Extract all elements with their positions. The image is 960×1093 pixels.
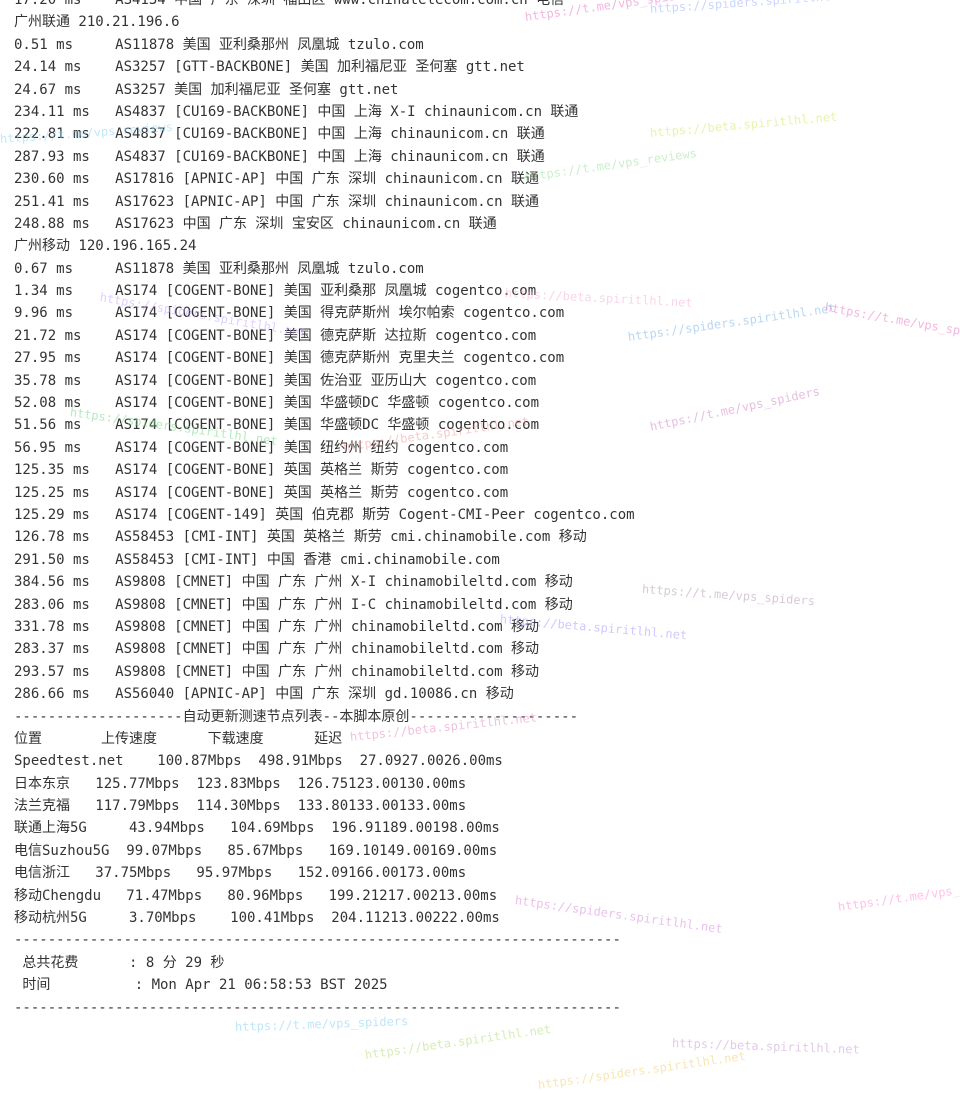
terminal-line: 35.78 ms AS174 [COGENT-BONE] 美国 佐治亚 亚历山大… bbox=[14, 372, 537, 389]
terminal-line: 234.11 ms AS4837 [CU169-BACKBONE] 中国 上海 … bbox=[14, 103, 579, 120]
terminal-line: 9.96 ms AS174 [COGENT-BONE] 美国 得克萨斯州 埃尔帕… bbox=[14, 305, 565, 322]
terminal-line: 时间 : Mon Apr 21 06:58:53 BST 2025 bbox=[14, 977, 388, 994]
terminal-line: 21.72 ms AS174 [COGENT-BONE] 美国 德克萨斯 达拉斯… bbox=[14, 327, 537, 344]
terminal-line: 125.29 ms AS174 [COGENT-149] 英国 伯克郡 斯劳 C… bbox=[14, 506, 635, 523]
terminal-line: 126.78 ms AS58453 [CMI-INT] 英国 英格兰 斯劳 cm… bbox=[14, 529, 587, 546]
watermark-text: https://beta.spiritlhl.net bbox=[671, 1036, 860, 1057]
terminal-line: 222.81 ms AS4837 [CU169-BACKBONE] 中国 上海 … bbox=[14, 126, 545, 143]
terminal-line: 移动杭州5G 3.70Mbps 100.41Mbps 204.11213.002… bbox=[14, 910, 500, 927]
terminal-line: 283.37 ms AS9808 [CMNET] 中国 广东 广州 chinam… bbox=[14, 641, 540, 658]
terminal-line: 17.20 ms AS4134 中国 广东 深圳 福田区 www.chinate… bbox=[14, 0, 565, 8]
terminal-line: 331.78 ms AS9808 [CMNET] 中国 广东 广州 chinam… bbox=[14, 618, 540, 635]
terminal-line: 283.06 ms AS9808 [CMNET] 中国 广东 广州 I-C ch… bbox=[14, 596, 573, 613]
terminal-line: 293.57 ms AS9808 [CMNET] 中国 广东 广州 chinam… bbox=[14, 663, 540, 680]
terminal-line: 125.35 ms AS174 [COGENT-BONE] 英国 英格兰 斯劳 … bbox=[14, 462, 509, 479]
terminal-line: ----------------------------------------… bbox=[14, 932, 621, 949]
terminal-line: 0.51 ms AS11878 美国 亚利桑那州 凤凰城 tzulo.com bbox=[14, 36, 424, 53]
terminal-line: 248.88 ms AS17623 中国 广东 深圳 宝安区 chinaunic… bbox=[14, 215, 497, 232]
terminal-line: 125.25 ms AS174 [COGENT-BONE] 英国 英格兰 斯劳 … bbox=[14, 484, 509, 501]
terminal-line: 291.50 ms AS58453 [CMI-INT] 中国 香港 cmi.ch… bbox=[14, 551, 500, 568]
terminal-line: 电信浙江 37.75Mbps 95.97Mbps 152.09166.00173… bbox=[14, 865, 467, 882]
terminal-line: 移动Chengdu 71.47Mbps 80.96Mbps 199.21217.… bbox=[14, 887, 498, 904]
terminal-line: 1.34 ms AS174 [COGENT-BONE] 美国 亚利桑那 凤凰城 … bbox=[14, 283, 537, 300]
terminal-line: 广州移动 120.196.165.24 bbox=[14, 238, 197, 255]
terminal-line: 法兰克福 117.79Mbps 114.30Mbps 133.80133.001… bbox=[14, 798, 467, 815]
terminal-line: 位置 上传速度 下载速度 延迟 bbox=[14, 730, 343, 747]
terminal-line: 24.67 ms AS3257 美国 加利福尼亚 圣何塞 gtt.net bbox=[14, 81, 399, 98]
terminal-line: 287.93 ms AS4837 [CU169-BACKBONE] 中国 上海 … bbox=[14, 148, 545, 165]
terminal-line: 51.56 ms AS174 [COGENT-BONE] 美国 华盛顿DC 华盛… bbox=[14, 417, 540, 434]
terminal-line: 251.41 ms AS17623 [APNIC-AP] 中国 广东 深圳 ch… bbox=[14, 193, 540, 210]
terminal-line: 56.95 ms AS174 [COGENT-BONE] 美国 纽约州 纽约 c… bbox=[14, 439, 509, 456]
terminal-line: 日本东京 125.77Mbps 123.83Mbps 126.75123.001… bbox=[14, 775, 467, 792]
terminal-line: Speedtest.net 100.87Mbps 498.91Mbps 27.0… bbox=[14, 753, 503, 770]
terminal-line: --------------------自动更新测速节点列表--本脚本原创---… bbox=[14, 708, 579, 725]
watermark-text: https://t.me/vps_spiders bbox=[648, 384, 822, 434]
terminal-line: 286.66 ms AS56040 [APNIC-AP] 中国 广东 深圳 gd… bbox=[14, 686, 514, 703]
watermark-text: https://spiders.spiritlhl.net bbox=[649, 0, 860, 16]
watermark-text: https://t.me/vps_spiders bbox=[641, 582, 816, 609]
watermark-text: https://t.me/vps_spiders bbox=[823, 300, 960, 345]
terminal-line: 24.14 ms AS3257 [GTT-BACKBONE] 美国 加利福尼亚 … bbox=[14, 59, 525, 76]
terminal-line: 27.95 ms AS174 [COGENT-BONE] 美国 德克萨斯州 克里… bbox=[14, 350, 565, 367]
watermark-text: https://beta.spiritlhl.net bbox=[649, 109, 838, 140]
terminal-line: 总共花费 : 8 分 29 秒 bbox=[14, 954, 225, 971]
watermark-text: https://beta.spiritlhl.net bbox=[364, 1021, 552, 1062]
terminal-line: 电信Suzhou5G 99.07Mbps 85.67Mbps 169.10149… bbox=[14, 842, 498, 859]
watermark-text: https://spiders.spiritlhl.net bbox=[627, 300, 837, 344]
terminal-line: 广州联通 210.21.196.6 bbox=[14, 14, 180, 31]
terminal-line: 384.56 ms AS9808 [CMNET] 中国 广东 广州 X-I ch… bbox=[14, 574, 573, 591]
terminal-line: 0.67 ms AS11878 美国 亚利桑那州 凤凰城 tzulo.com bbox=[14, 260, 424, 277]
terminal-line: 230.60 ms AS17816 [APNIC-AP] 中国 广东 深圳 ch… bbox=[14, 171, 540, 188]
terminal-line: 联通上海5G 43.94Mbps 104.69Mbps 196.91189.00… bbox=[14, 820, 500, 837]
terminal-line: ----------------------------------------… bbox=[14, 999, 621, 1016]
terminal-output: 17.20 ms AS4134 中国 广东 深圳 福田区 www.chinate… bbox=[14, 0, 635, 1019]
terminal-line: 52.08 ms AS174 [COGENT-BONE] 美国 华盛顿DC 华盛… bbox=[14, 395, 540, 412]
watermark-text: https://t.me/vps_spiders bbox=[837, 875, 960, 914]
watermark-text: https://spiders.spiritlhl.net bbox=[537, 1048, 747, 1092]
